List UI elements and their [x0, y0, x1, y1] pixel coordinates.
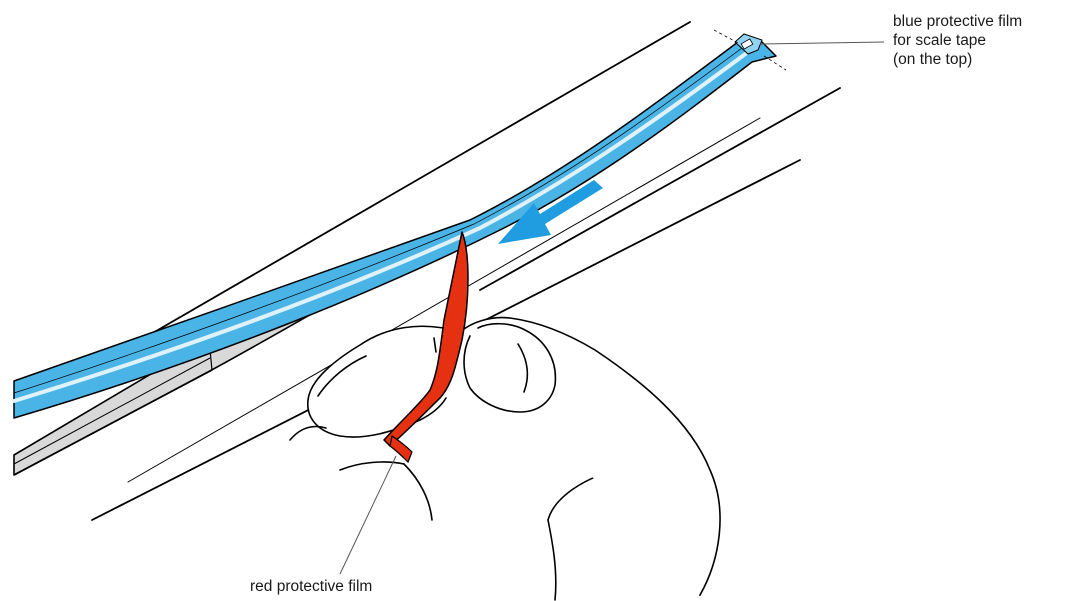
blue-film-label-line3: (on the top)	[893, 50, 1022, 69]
surface-top-edge	[132, 22, 690, 345]
blue-film-dash-mark-top	[714, 30, 740, 44]
blue-film-label-line1: blue protective film	[893, 12, 1022, 31]
red-film-fold	[390, 436, 412, 462]
hand-illustration	[290, 318, 720, 600]
red-film-leader	[340, 456, 396, 574]
blue-film-label-line2: for scale tape	[893, 31, 1022, 50]
lower-finger-outline-2	[340, 462, 404, 470]
blue-film-callout: blue protective film for scale tape (on …	[893, 12, 1022, 69]
red-film-callout: red protective film	[250, 577, 372, 596]
lower-hand-contour	[404, 464, 432, 520]
red-film-label: red protective film	[250, 577, 372, 596]
blue-film-leader	[760, 42, 884, 44]
